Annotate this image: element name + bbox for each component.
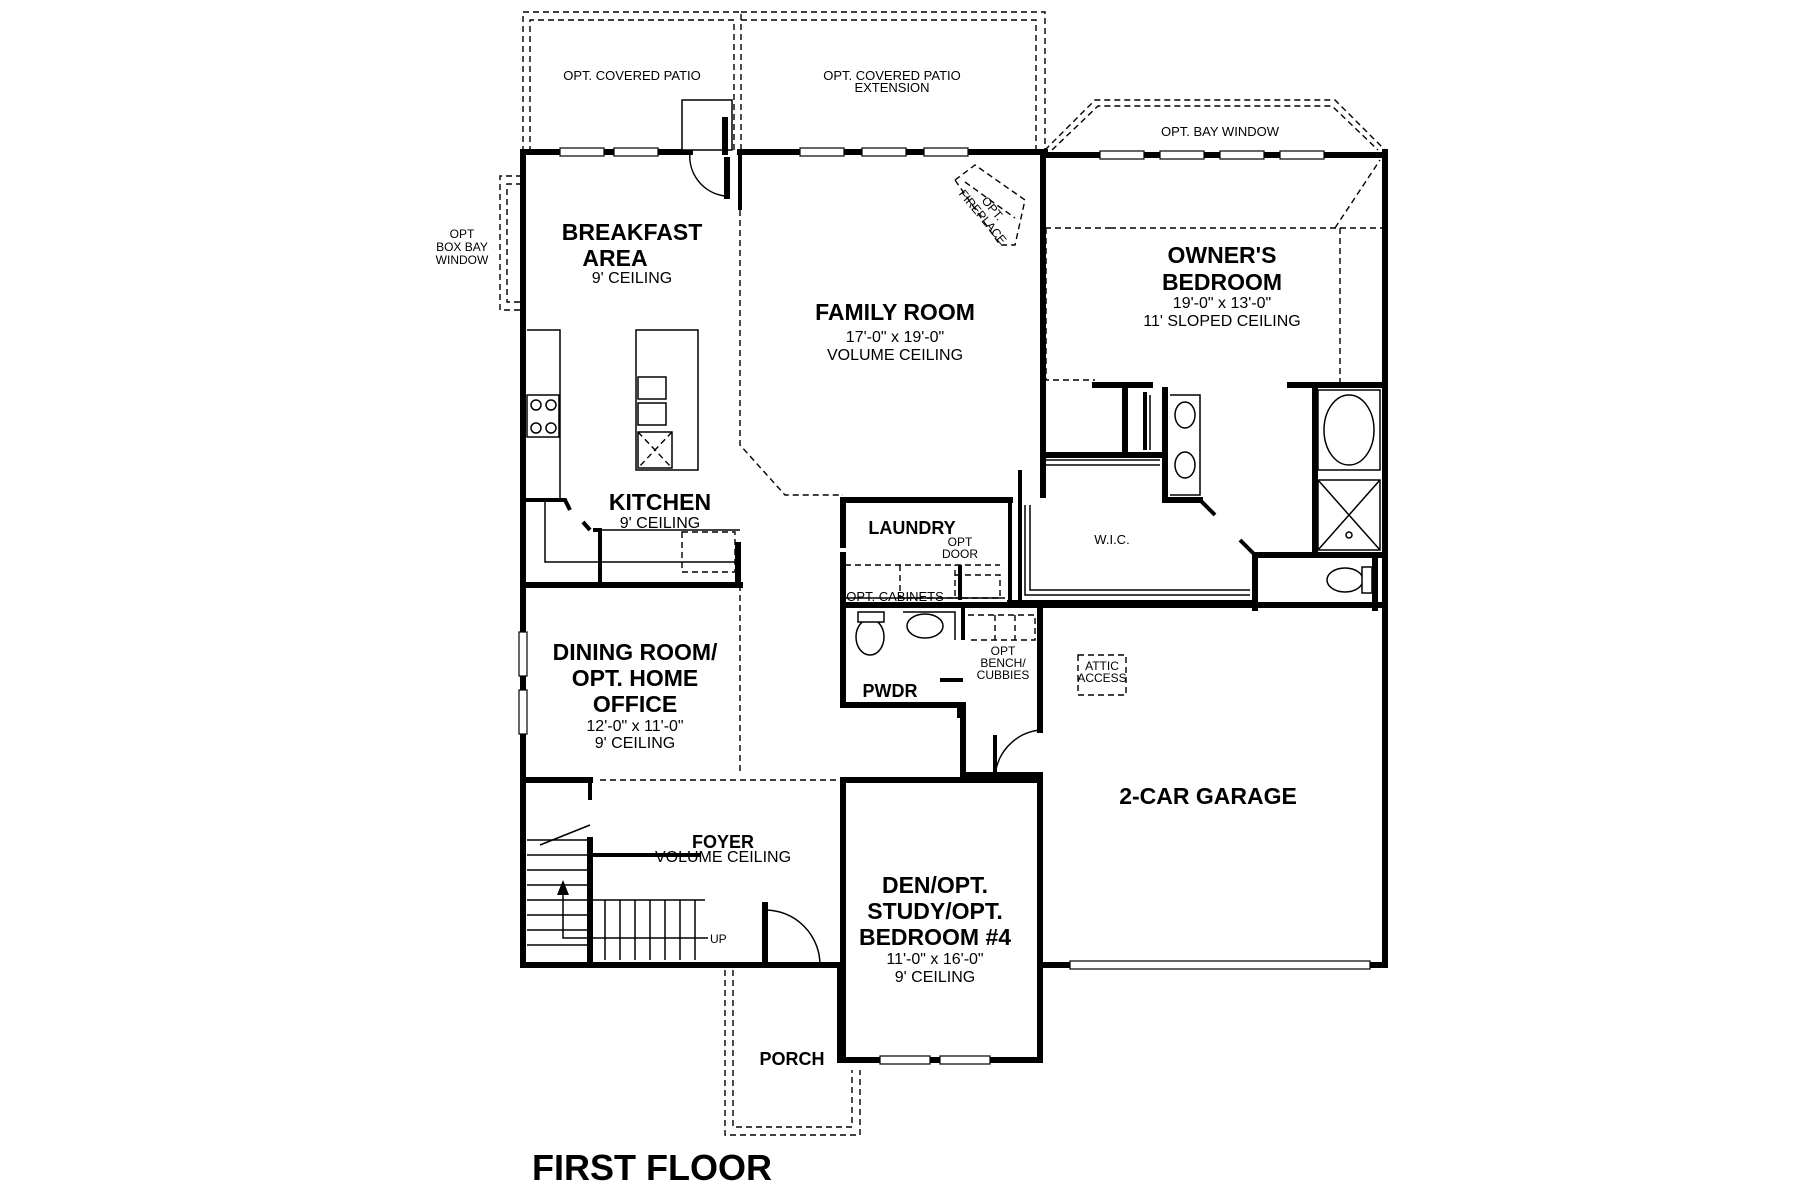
den-title-3: BEDROOM #4 — [859, 924, 1011, 950]
den-title-2: STUDY/OPT. — [867, 898, 1002, 924]
laundry-title: LAUNDRY — [868, 518, 955, 538]
dining-ceiling: 9' CEILING — [595, 735, 675, 752]
stair-up-label: UP — [710, 932, 727, 946]
stairs — [527, 824, 708, 960]
interior-walls — [520, 149, 1388, 1063]
family-room-size: 17'-0" x 19'-0" — [846, 329, 944, 346]
family-room-ceiling: VOLUME CEILING — [827, 347, 963, 364]
owners-title-2: BEDROOM — [1162, 269, 1282, 295]
patio-door — [681, 99, 733, 199]
garage-title: 2-CAR GARAGE — [1119, 783, 1297, 809]
breakfast-ceiling: 9' CEILING — [592, 270, 672, 287]
opt-box-bay-window — [499, 175, 522, 311]
opt-patio-extension-label-2: EXTENSION — [854, 80, 929, 95]
den-title-1: DEN/OPT. — [882, 872, 988, 898]
opt-covered-patio — [522, 11, 742, 152]
opt-covered-patio-extension — [741, 11, 1046, 152]
owners-size: 19'-0" x 13'-0" — [1173, 295, 1271, 312]
room-labels: BREAKFAST AREA 9' CEILING FAMILY ROOM 17… — [553, 219, 1301, 1069]
opt-bay-window-label: OPT. BAY WINDOW — [1161, 124, 1280, 139]
dining-size: 12'-0" x 11'-0" — [586, 718, 683, 735]
owners-bath-fixtures — [1144, 389, 1381, 594]
porch-outline — [724, 970, 861, 1136]
opt-bench-label-3: CUBBIES — [977, 668, 1030, 682]
attic-access — [1077, 654, 1127, 696]
kitchen-ceiling: 9' CEILING — [620, 515, 700, 532]
windows — [518, 147, 1371, 1065]
porch-title: PORCH — [759, 1049, 824, 1069]
foyer-ceiling: VOLUME CEILING — [655, 849, 791, 866]
den-size: 11'-0" x 16'-0" — [886, 951, 983, 968]
kitchen-title: KITCHEN — [609, 489, 711, 515]
dining-title-1: DINING ROOM/ — [553, 639, 718, 665]
front-door — [764, 909, 821, 966]
den-ceiling: 9' CEILING — [895, 969, 975, 986]
family-room-title: FAMILY ROOM — [815, 299, 975, 325]
attic-access-label-2: ACCESS — [1077, 671, 1126, 685]
opt-door-label-1: OPT — [948, 535, 973, 549]
foyer-title: FOYER — [692, 832, 754, 852]
opt-covered-patio-label: OPT. COVERED PATIO — [563, 68, 700, 83]
opt-fireplace — [954, 164, 1026, 246]
opt-box-bay-label-3: WINDOW — [436, 253, 489, 267]
breakfast-title-2: AREA — [582, 245, 647, 271]
dining-title-3: OFFICE — [593, 691, 677, 717]
wic-title: W.I.C. — [1094, 532, 1129, 547]
plan-title: FIRST FLOOR — [532, 1147, 772, 1188]
opt-bench-label-2: BENCH/ — [980, 656, 1026, 670]
option-labels: OPT. COVERED PATIO OPT. COVERED PATIO EX… — [436, 68, 1280, 946]
powder-fixtures — [855, 611, 1041, 781]
laundry-fixtures — [845, 564, 1005, 600]
opt-bay-window — [1044, 99, 1386, 382]
attic-access-label-1: ATTIC — [1085, 659, 1119, 673]
opt-box-bay-label-2: BOX BAY — [436, 240, 488, 254]
opt-cabinets-label: OPT. CABINETS — [846, 589, 944, 604]
owners-title-1: OWNER'S — [1168, 242, 1277, 268]
wic-shelves — [1024, 459, 1250, 596]
opt-door-label-2: DOOR — [942, 547, 978, 561]
opt-box-bay-label-1: OPT — [450, 227, 475, 241]
owners-ceiling: 11' SLOPED CEILING — [1143, 313, 1300, 330]
open-boundaries — [600, 210, 1095, 960]
pwdr-title: PWDR — [863, 681, 918, 701]
kitchen-fixtures — [525, 329, 740, 585]
opt-bench-label-1: OPT — [991, 644, 1016, 658]
opt-patio-extension-label-1: OPT. COVERED PATIO — [823, 68, 960, 83]
breakfast-title-1: BREAKFAST — [562, 219, 703, 245]
dining-title-2: OPT. HOME — [572, 665, 699, 691]
